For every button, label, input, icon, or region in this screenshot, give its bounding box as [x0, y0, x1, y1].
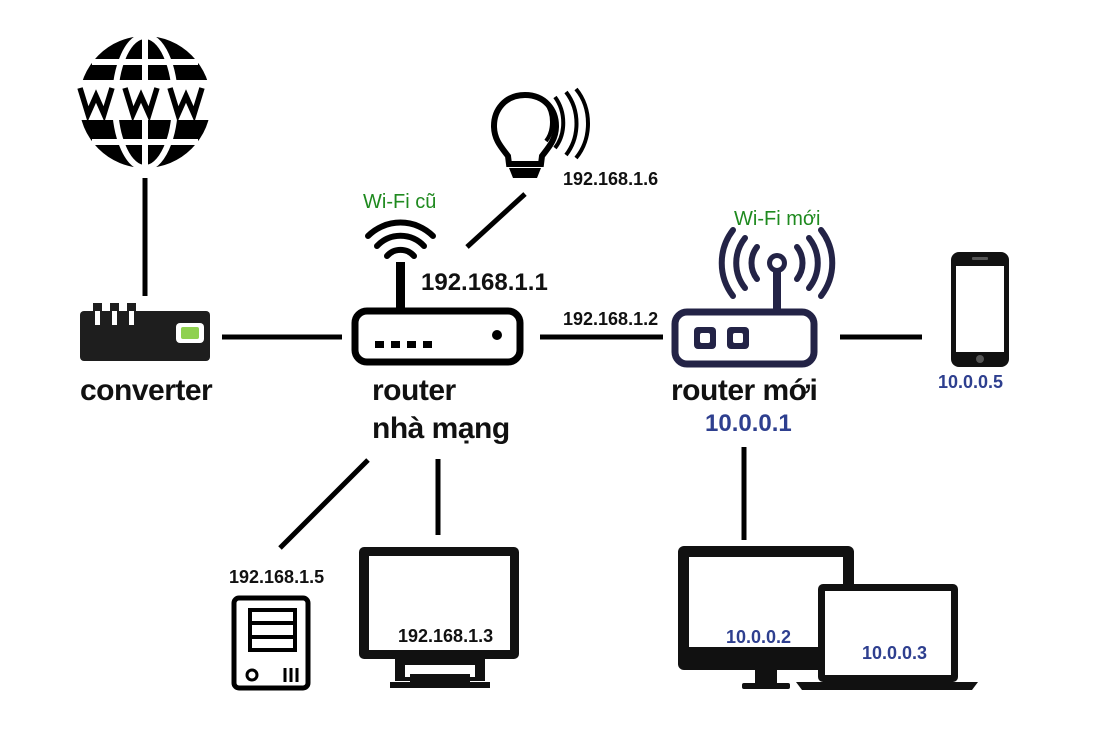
monitor-icon — [359, 547, 519, 688]
link-router-bulb — [465, 192, 527, 249]
isp-router-icon — [351, 262, 524, 366]
new-router-icon — [671, 227, 836, 368]
light-bulb-icon — [490, 87, 590, 178]
link-router-nas — [278, 458, 370, 550]
laptop-ip: 10.0.0.3 — [862, 643, 928, 663]
new-router-wifi-label: Wi-Fi mới — [734, 208, 821, 230]
isp-router-label-line2: nhà mạng — [372, 412, 510, 445]
smartphone-icon — [951, 252, 1009, 367]
isp-router-label-line1: router — [372, 374, 456, 407]
laptop-icon — [796, 584, 978, 690]
monitor-ip: 192.168.1.3 — [398, 626, 494, 646]
new-router-label: router mới — [671, 374, 818, 407]
isp-router-ip: 192.168.1.1 — [421, 269, 548, 296]
wifi-icon — [365, 219, 436, 259]
converter-icon — [80, 303, 210, 361]
new-router-lan-ip: 10.0.0.1 — [705, 410, 792, 437]
desktop-ip: 10.0.0.2 — [726, 627, 792, 647]
nas-server-icon — [231, 595, 311, 691]
connection-lines — [142, 178, 922, 550]
nas-ip: 192.168.1.5 — [229, 567, 325, 587]
converter-label: converter — [80, 374, 213, 407]
desktop-monitor-icon — [678, 546, 854, 689]
globe-icon — [72, 33, 218, 171]
isp-router-wifi-label: Wi-Fi cũ — [363, 191, 437, 213]
phone-ip: 10.0.0.5 — [938, 372, 1004, 392]
bulb-ip: 192.168.1.6 — [563, 169, 659, 189]
new-router-wan-ip: 192.168.1.2 — [563, 309, 659, 329]
